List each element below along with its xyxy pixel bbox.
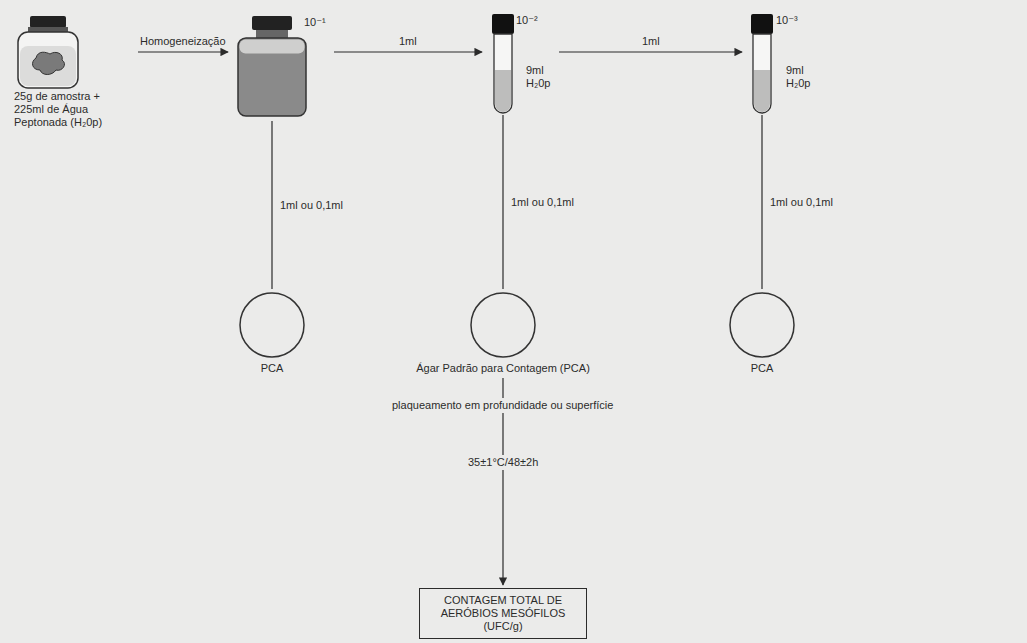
petri-dish — [240, 293, 304, 357]
petri-dish-node: PCA — [727, 292, 797, 375]
edge-label: Homogeneização — [140, 35, 226, 48]
dilution-label: 10⁻¹ — [304, 16, 326, 29]
result-box: CONTAGEM TOTAL DE AERÓBIOS MESÓFILOS (UF… — [419, 588, 587, 639]
medium-label: Ágar Padrão para Contagem (PCA) — [412, 362, 594, 375]
connector — [761, 115, 762, 289]
result-text: CONTAGEM TOTAL DE AERÓBIOS MESÓFILOS (UF… — [428, 594, 578, 633]
dilution-container: 10⁻³ 9ml H₂0p — [746, 12, 815, 112]
edge-label: 1ml ou 0,1ml — [511, 196, 574, 209]
connector — [559, 51, 742, 52]
connector — [271, 121, 272, 289]
edge-label: 1ml ou 0,1ml — [280, 199, 343, 212]
dilution-label: 10⁻³ — [776, 14, 798, 27]
medium-label: PCA — [727, 362, 797, 375]
petri-dish-node: Ágar Padrão para Contagem (PCA) — [412, 292, 594, 375]
dilution-container: 10⁻² 9ml H₂0p — [486, 12, 555, 112]
volume-label: 9ml H₂0p — [526, 64, 550, 90]
dilution-container: 10⁻¹ — [232, 14, 330, 118]
sample-jar-node: 25g de amostra + 225ml de Água Peptonada… — [14, 14, 134, 129]
edge-label: 1ml — [399, 35, 417, 48]
sample-jar — [18, 16, 78, 88]
incubation-note: 35±1°C/48±2h — [465, 455, 541, 470]
medium-label: PCA — [237, 362, 307, 375]
edge-label: 1ml — [642, 35, 660, 48]
test-tube — [751, 14, 773, 113]
connector — [334, 51, 482, 52]
edge-label: 1ml ou 0,1ml — [770, 196, 833, 209]
petri-dish-node: PCA — [237, 292, 307, 375]
petri-dish — [471, 293, 535, 357]
dilution-label: 10⁻² — [516, 14, 538, 27]
volume-label: 9ml H₂0p — [786, 64, 810, 90]
edge-label: plaqueamento em profundidade ou superfíc… — [389, 398, 616, 413]
sample-label: 25g de amostra + 225ml de Água Peptonada… — [14, 90, 126, 129]
dilution-bottle — [238, 16, 306, 116]
petri-dish — [730, 293, 794, 357]
connector — [138, 51, 228, 52]
connector — [502, 115, 503, 289]
test-tube — [492, 14, 514, 113]
